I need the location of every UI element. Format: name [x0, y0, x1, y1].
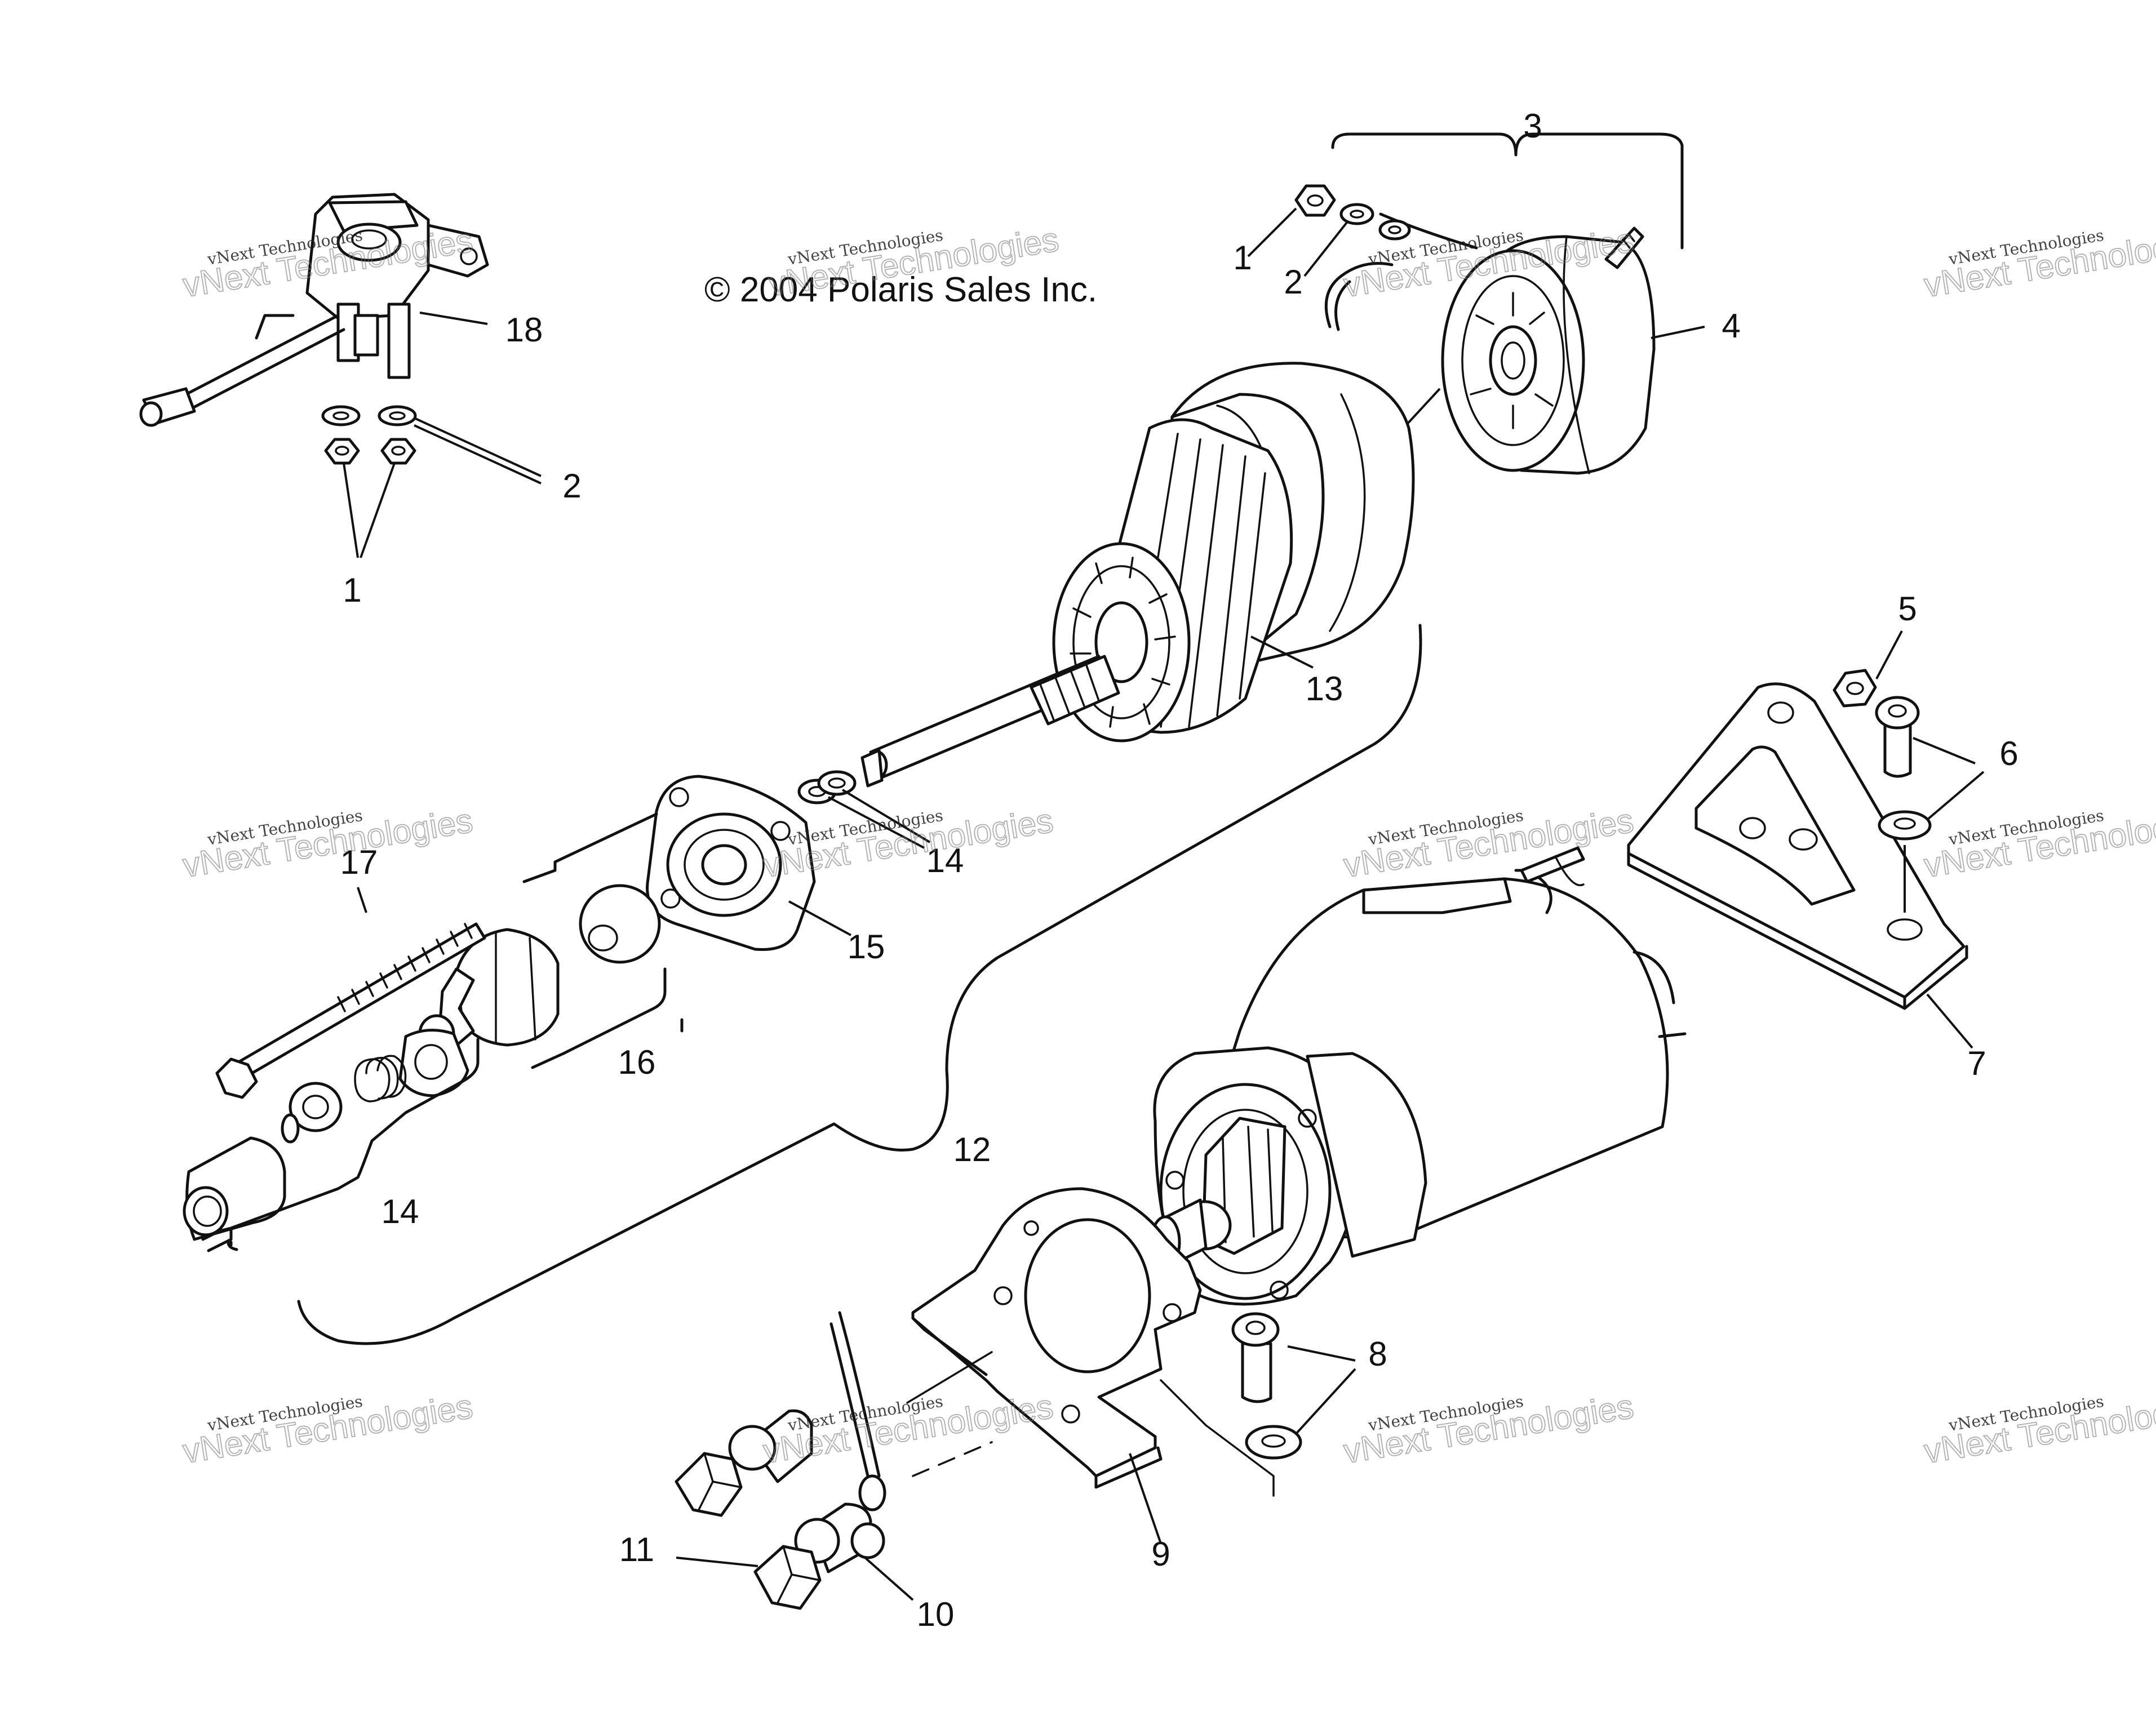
callout-7: 7	[1967, 1044, 1986, 1082]
end-cap-hardware	[1294, 184, 1411, 241]
callout-18: 18	[505, 311, 543, 349]
starter-motor	[1150, 846, 1687, 1306]
callout-15: 15	[848, 928, 885, 966]
watermark-line2: vNext Technologies	[1922, 1388, 2156, 1470]
callout-3: 3	[1523, 107, 1542, 145]
watermark-line2: vNext Technologies	[1922, 802, 2156, 884]
through-bolt	[215, 922, 486, 1099]
mounting-bracket	[1627, 682, 1968, 1010]
pinion-stop-group	[183, 1029, 469, 1241]
callout-16: 16	[618, 1043, 656, 1081]
callout-8: 8	[1368, 1335, 1387, 1373]
callout-1-top: 1	[1233, 239, 1252, 277]
bracket-16	[531, 967, 667, 1069]
end-cap	[1324, 212, 1656, 475]
bolts-11	[675, 1409, 872, 1610]
callout-2-left: 2	[562, 467, 581, 505]
solenoid-nuts-washers	[321, 405, 417, 465]
callout-labels: 3 1 2 4 18 2 1 13 5 6 14 17 15 7 16 12 1…	[340, 107, 2019, 1633]
bracket-3	[1331, 132, 1684, 250]
callout-12: 12	[953, 1131, 991, 1168]
callout-5: 5	[1898, 590, 1917, 628]
armature-shaft	[860, 655, 1120, 788]
callout-17: 17	[340, 843, 378, 881]
nut-5	[1833, 669, 1877, 708]
drive-end-housing	[522, 775, 816, 952]
washer-pair-14	[797, 770, 857, 804]
callout-14-bottom: 14	[381, 1193, 419, 1230]
callout-14-top: 14	[926, 842, 964, 879]
callout-2-top: 2	[1284, 263, 1302, 301]
copyright-text: © 2004 Polaris Sales Inc.	[704, 270, 1097, 309]
screw-washer-8	[1231, 1312, 1302, 1460]
starter-bracket	[911, 1187, 1202, 1489]
callout-1-left: 1	[343, 571, 361, 609]
callout-6: 6	[1999, 735, 2018, 772]
drive-gear-group	[418, 884, 661, 1053]
watermark-line2: vNext Technologies	[1922, 221, 2156, 304]
callout-4: 4	[1722, 307, 1740, 345]
bracket-14	[201, 1038, 480, 1252]
callout-11: 11	[619, 1531, 654, 1568]
screw-washer-6	[1875, 696, 1932, 841]
callout-9: 9	[1151, 1535, 1170, 1573]
solenoid-assembly	[139, 193, 489, 427]
callout-13: 13	[1306, 670, 1343, 708]
callout-10: 10	[917, 1595, 955, 1633]
bracket-12	[297, 624, 1422, 1345]
ground-cable-10	[829, 1311, 886, 1559]
